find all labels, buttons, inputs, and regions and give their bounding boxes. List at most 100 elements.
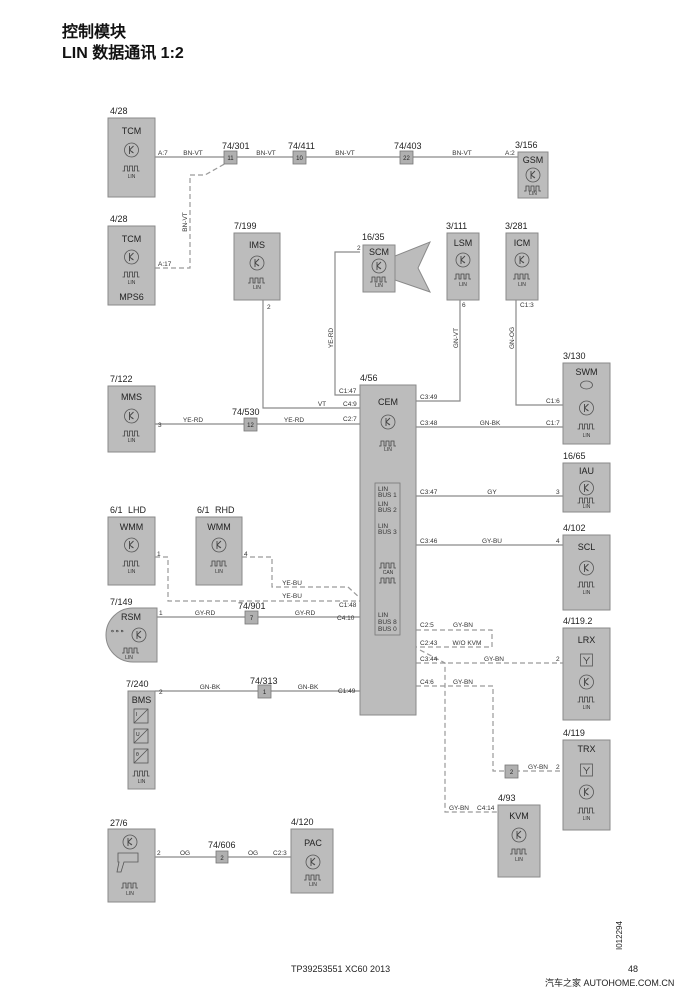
module-gsm[interactable]: 3/156 GSM LIN A:2 bbox=[505, 140, 549, 199]
svg-text:SWM: SWM bbox=[576, 367, 598, 377]
svg-text:LIN: LIN bbox=[459, 282, 467, 288]
module-wmm-rhd[interactable]: 6/1 RHD WMM LIN 4 bbox=[195, 505, 248, 586]
svg-text:1: 1 bbox=[159, 610, 163, 617]
svg-text:4: 4 bbox=[244, 551, 248, 558]
svg-text:2: 2 bbox=[267, 304, 271, 311]
svg-text:TRX: TRX bbox=[578, 744, 596, 754]
svg-text:74/901: 74/901 bbox=[238, 601, 266, 611]
module-bms[interactable]: 7/240 BMS I U θ LIN 2 bbox=[126, 679, 163, 790]
current-sensor-icon: I bbox=[133, 708, 149, 724]
svg-text:MMS: MMS bbox=[121, 392, 142, 402]
svg-text:6/1: 6/1 bbox=[197, 505, 210, 515]
module-rsm[interactable]: 7/149 RSM ه ه ه LIN 1 bbox=[105, 597, 163, 663]
page-number: 48 bbox=[628, 964, 638, 974]
module-ims[interactable]: 7/199 IMS LIN 2 bbox=[233, 221, 281, 311]
module-scl[interactable]: 4/102 SCL LIN 4 bbox=[556, 523, 611, 611]
svg-text:11: 11 bbox=[227, 156, 234, 162]
splice-74-606: 274/606 bbox=[208, 840, 236, 864]
svg-text:2: 2 bbox=[556, 656, 560, 663]
svg-text:4/119.2: 4/119.2 bbox=[563, 616, 592, 626]
svg-text:MPS6: MPS6 bbox=[119, 292, 144, 302]
document-number: TP39253551 XC60 2013 bbox=[291, 964, 390, 974]
svg-text:LIN: LIN bbox=[384, 447, 392, 453]
svg-text:LIN: LIN bbox=[583, 433, 591, 439]
module-iau[interactable]: 16/65 IAU LIN 3 bbox=[556, 451, 611, 513]
page-subtitle: LIN 数据通讯 1:2 bbox=[62, 45, 184, 62]
module-tcm[interactable]: 4/28 TCM LIN A:7 bbox=[107, 106, 168, 198]
svg-text:2: 2 bbox=[159, 689, 163, 696]
svg-text:4/119: 4/119 bbox=[563, 728, 585, 738]
svg-text:3/130: 3/130 bbox=[563, 351, 586, 361]
svg-text:LIN: LIN bbox=[128, 569, 136, 575]
svg-text:C4:10: C4:10 bbox=[337, 615, 355, 622]
svg-text:YE-RD: YE-RD bbox=[183, 417, 204, 424]
svg-text:3: 3 bbox=[556, 489, 560, 496]
svg-text:WMM: WMM bbox=[120, 522, 144, 532]
svg-text:BN-VT: BN-VT bbox=[335, 150, 355, 157]
module-swm[interactable]: 3/130 SWM LIN C1:6 C1:7 bbox=[546, 351, 611, 445]
svg-text:LIN: LIN bbox=[253, 285, 261, 291]
svg-text:ICM: ICM bbox=[514, 238, 531, 248]
svg-text:3: 3 bbox=[158, 422, 162, 429]
svg-text:GY-BN: GY-BN bbox=[528, 764, 548, 771]
svg-text:RHD: RHD bbox=[215, 505, 235, 515]
module-kvm[interactable]: 4/93 KVM LIN C4:14 bbox=[477, 793, 541, 878]
svg-text:3/281: 3/281 bbox=[505, 221, 528, 231]
svg-text:7/199: 7/199 bbox=[234, 221, 257, 231]
svg-text:4/93: 4/93 bbox=[498, 793, 516, 803]
svg-text:BN-VT: BN-VT bbox=[183, 150, 203, 157]
svg-text:1: 1 bbox=[157, 551, 161, 558]
module-scm[interactable]: 16/35 SCM LIN 2 bbox=[357, 232, 431, 293]
svg-text:LIN: LIN bbox=[583, 816, 591, 822]
module-cem[interactable]: 4/56 CEM LIN LIN BUS 1 LIN BUS 2 LIN BUS… bbox=[337, 373, 438, 716]
svg-text:74/530: 74/530 bbox=[232, 407, 260, 417]
svg-text:C1:6: C1:6 bbox=[546, 398, 560, 405]
module-mms[interactable]: 7/122 MMS LIN 3 bbox=[107, 374, 162, 453]
wire-labels: BN-VT BN-VT BN-VT BN-VT BN-VT VT YE-RD G… bbox=[180, 150, 548, 857]
svg-text:74/301: 74/301 bbox=[222, 141, 250, 151]
svg-text:YE-RD: YE-RD bbox=[328, 328, 335, 349]
svg-text:OG: OG bbox=[180, 850, 190, 857]
svg-text:C2:43: C2:43 bbox=[420, 640, 438, 647]
svg-text:SCL: SCL bbox=[578, 542, 596, 552]
svg-text:LIN: LIN bbox=[128, 280, 136, 286]
svg-text:LIN: LIN bbox=[583, 705, 591, 711]
svg-text:GN-BK: GN-BK bbox=[480, 420, 501, 427]
svg-text:BUS 2: BUS 2 bbox=[378, 507, 397, 514]
svg-text:4: 4 bbox=[556, 538, 560, 545]
svg-text:2: 2 bbox=[556, 764, 560, 771]
svg-text:1: 1 bbox=[263, 690, 267, 696]
svg-text:WMM: WMM bbox=[207, 522, 231, 532]
svg-text:GY-BU: GY-BU bbox=[482, 538, 502, 545]
module-trx[interactable]: 4/119 TRX LIN 2 bbox=[556, 728, 611, 831]
svg-text:KVM: KVM bbox=[509, 811, 529, 821]
svg-text:LIN: LIN bbox=[529, 191, 537, 197]
svg-text:LSM: LSM bbox=[454, 238, 473, 248]
svg-text:LIN: LIN bbox=[518, 282, 526, 288]
svg-text:BN-VT: BN-VT bbox=[182, 212, 189, 232]
svg-text:3/111: 3/111 bbox=[446, 221, 467, 231]
svg-text:C3:47: C3:47 bbox=[420, 489, 438, 496]
svg-text:C2:3: C2:3 bbox=[273, 850, 287, 857]
module-lrx[interactable]: 4/119.2 LRX LIN 2 bbox=[556, 616, 611, 721]
svg-text:GSM: GSM bbox=[523, 155, 544, 165]
module-27-6[interactable]: 27/6 LIN 2 bbox=[107, 818, 161, 903]
module-icm[interactable]: 3/281 ICM LIN C1:3 bbox=[505, 221, 539, 309]
svg-text:BN-VT: BN-VT bbox=[256, 150, 276, 157]
svg-text:74/403: 74/403 bbox=[394, 141, 422, 151]
splice-74-901: 774/901 bbox=[238, 601, 266, 625]
module-wmm-lhd[interactable]: 6/1 LHD WMM LIN 1 bbox=[107, 505, 161, 586]
module-pac[interactable]: 4/120 PAC LIN C2:3 bbox=[273, 817, 334, 894]
wires bbox=[155, 156, 563, 858]
svg-text:3/156: 3/156 bbox=[515, 140, 538, 150]
svg-text:YE-BU: YE-BU bbox=[282, 580, 302, 587]
svg-text:YE-BU: YE-BU bbox=[282, 593, 302, 600]
svg-text:2: 2 bbox=[357, 245, 361, 252]
module-tcm-mps6[interactable]: 4/28 TCM LIN MPS6 A:17 bbox=[107, 214, 172, 306]
svg-text:BMS: BMS bbox=[132, 695, 152, 705]
svg-text:LIN: LIN bbox=[515, 857, 523, 863]
svg-text:GY-BN: GY-BN bbox=[453, 622, 473, 629]
module-lsm[interactable]: 3/111 LSM LIN 6 bbox=[446, 221, 480, 309]
svg-text:GN-OG: GN-OG bbox=[509, 327, 516, 349]
